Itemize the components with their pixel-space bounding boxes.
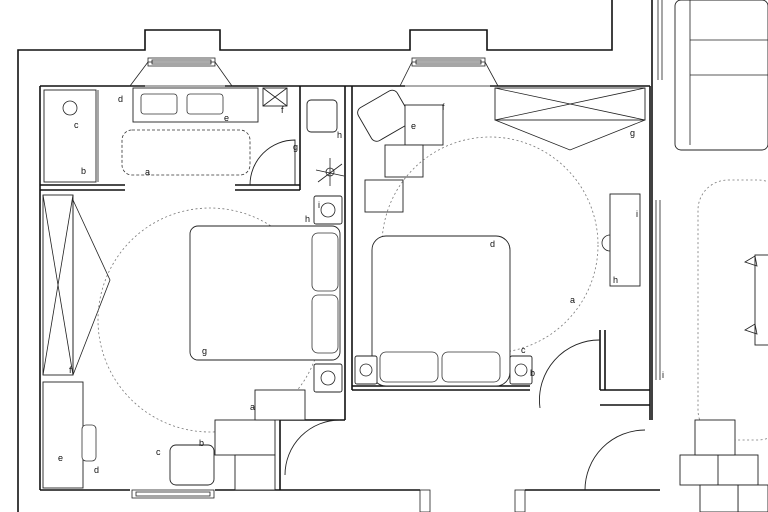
desk-left	[42, 381, 84, 489]
label-bath-b: b	[81, 166, 86, 176]
sink-left	[140, 93, 178, 115]
pillow-right-2	[441, 351, 501, 383]
pillow-right-1	[379, 351, 439, 383]
label-bath-h: h	[337, 130, 342, 140]
pillow-left-1	[311, 232, 339, 292]
label-bath-c: c	[74, 120, 79, 130]
door-hall	[584, 429, 646, 491]
side-table-right	[404, 104, 444, 146]
desk-right	[609, 193, 641, 287]
label-left-h: h	[305, 214, 310, 224]
label-bath-a: a	[145, 167, 150, 177]
nightstand-right-left	[354, 355, 378, 385]
shower	[43, 89, 97, 183]
label-left-c: c	[156, 447, 161, 457]
living-area	[655, 0, 768, 512]
table	[754, 254, 768, 346]
label-right-e: e	[411, 121, 416, 131]
label-right-b: b	[530, 368, 535, 378]
armchair-right	[357, 89, 412, 142]
nightstand-left-top	[313, 195, 343, 225]
bathtub	[121, 129, 251, 176]
label-left-e: e	[58, 453, 63, 463]
bedroom-right	[354, 87, 646, 491]
armchair	[169, 444, 215, 486]
label-right-g: g	[630, 128, 635, 138]
label-right-c: c	[521, 345, 526, 355]
side-table	[214, 419, 276, 456]
label-bath-d: d	[118, 94, 123, 104]
room-labels: a b c d e f g h a b c d e f g h i a b c …	[58, 94, 664, 475]
window-top-right	[399, 57, 499, 87]
bathroom	[43, 87, 345, 186]
door-right	[539, 339, 601, 409]
label-living-i: i	[662, 370, 664, 380]
double-bed-right	[371, 235, 511, 387]
bathroom-door	[249, 139, 296, 186]
bedroom-left	[42, 194, 343, 491]
pillow-left-2	[311, 294, 339, 354]
label-right-d: d	[490, 239, 495, 249]
nightstand-left-bottom	[313, 363, 343, 393]
label-left-a: a	[250, 402, 255, 412]
label-left-i: i	[318, 200, 320, 210]
label-bath-g: g	[293, 142, 298, 152]
label-bath-f: f	[281, 105, 284, 115]
exterior-walls	[17, 0, 660, 512]
sink-right	[186, 93, 224, 115]
label-right-f: f	[442, 102, 445, 112]
label-left-f: f	[69, 365, 72, 375]
label-left-d: d	[94, 465, 99, 475]
rug	[697, 179, 768, 441]
nightstand-right-right	[509, 355, 533, 385]
label-left-b: b	[199, 438, 204, 448]
door-left	[284, 419, 341, 476]
label-right-a: a	[570, 295, 575, 305]
window-bottom	[131, 489, 526, 512]
double-bed-left	[189, 225, 341, 361]
label-right-h: h	[613, 275, 618, 285]
chair-left	[81, 424, 97, 462]
toilet	[306, 99, 338, 133]
shower-drain-icon	[62, 100, 78, 116]
label-right-i: i	[636, 209, 638, 219]
label-left-g: g	[202, 346, 207, 356]
plant-icon	[315, 158, 345, 186]
window-top-left	[129, 57, 233, 87]
label-bath-e: e	[224, 113, 229, 123]
